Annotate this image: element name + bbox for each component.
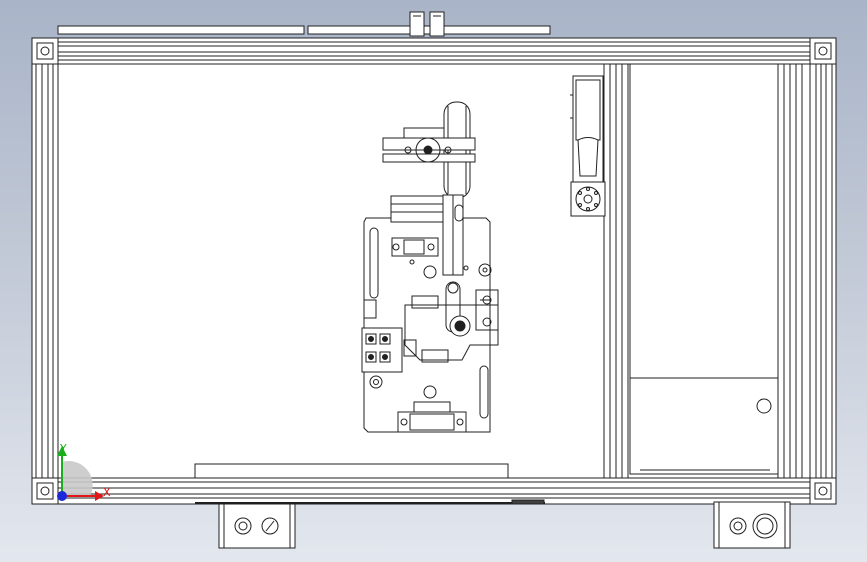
slot-icon [369,227,379,299]
y-axis-label: Y [59,442,67,455]
right-cabinet [603,63,803,478]
top-cover-plates [57,11,551,37]
motor-unit [570,75,606,217]
hole-icon [756,398,772,414]
corner-bracket-icon [31,37,837,505]
triad-icon: Y X [57,442,111,501]
central-mechanism [361,101,499,433]
x-axis-label: X [103,486,111,499]
foot-left [218,503,296,549]
base-plate [194,463,545,505]
foot-right [713,501,791,549]
